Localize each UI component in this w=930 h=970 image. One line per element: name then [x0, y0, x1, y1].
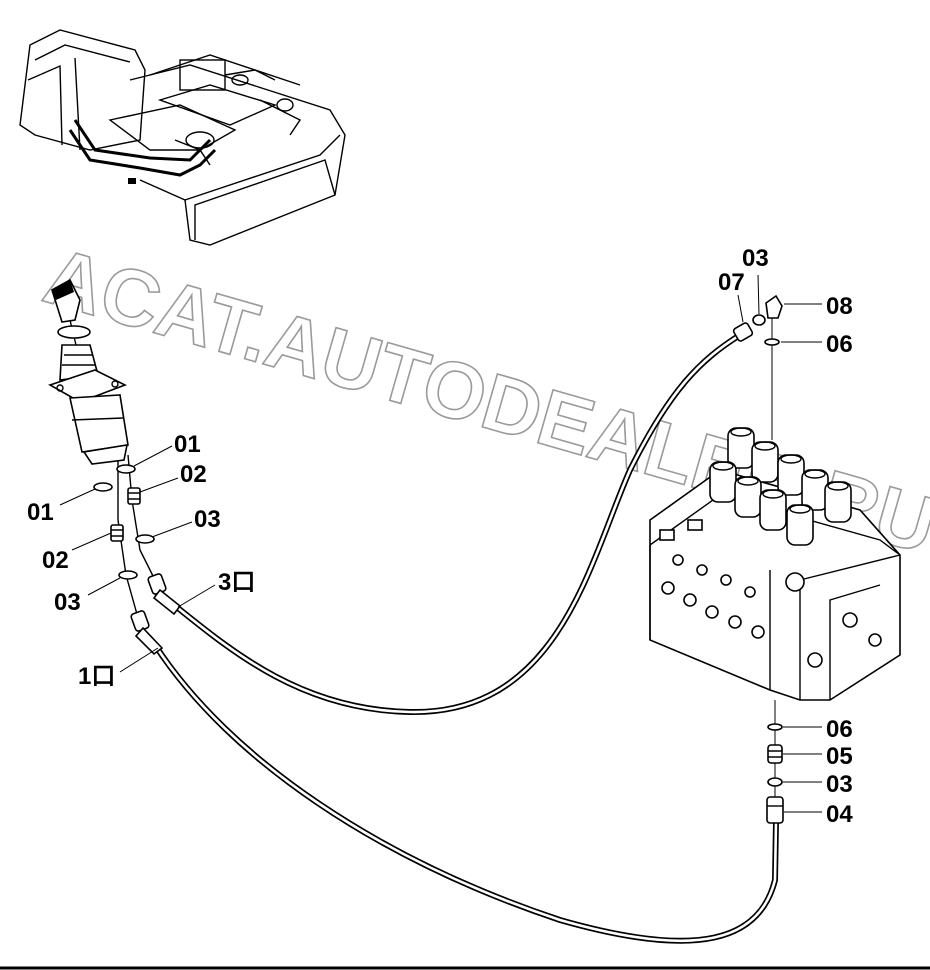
label-03: 03 [742, 245, 769, 272]
part-labels: 01 02 03 01 02 03 3口 1口 03 07 08 06 06 0… [27, 245, 853, 828]
label-port-1: 1口 [78, 663, 115, 690]
valve-fittings-top [732, 294, 783, 440]
valve-fittings-bottom [766, 700, 784, 824]
label-01: 01 [174, 431, 201, 458]
leader-lines [59, 274, 822, 813]
label-03: 03 [194, 506, 221, 533]
hoses [152, 332, 779, 944]
label-04: 04 [826, 801, 853, 828]
joystick-fittings [93, 464, 182, 656]
label-07: 07 [718, 269, 745, 296]
spool-caps [709, 427, 852, 546]
excavator-thumbnail [19, 29, 346, 246]
label-02: 02 [42, 547, 69, 574]
label-05: 05 [826, 743, 853, 770]
label-port-3: 3口 [218, 569, 255, 596]
joystick-pilot-valve [48, 278, 129, 465]
label-08: 08 [826, 293, 853, 320]
label-06: 06 [826, 331, 853, 358]
valve-ports [659, 519, 882, 668]
label-03: 03 [826, 771, 853, 798]
label-02: 02 [180, 461, 207, 488]
control-valve-block [649, 427, 901, 701]
label-06: 06 [826, 716, 853, 743]
label-03: 03 [54, 589, 81, 616]
label-01: 01 [27, 499, 54, 526]
